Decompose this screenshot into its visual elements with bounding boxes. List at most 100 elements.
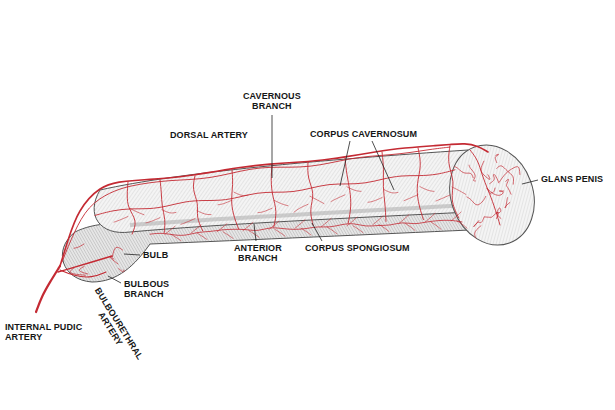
artery-vessel: [470, 226, 481, 244]
artery-vessel: [171, 234, 181, 240]
corpus-cavernosum-shape: [94, 150, 470, 232]
penis-body: [62, 133, 548, 282]
leader-line: [108, 276, 121, 283]
artery-vessel: [162, 210, 176, 213]
artery-vessel: [160, 180, 165, 233]
artery-vessel: [243, 222, 253, 230]
artery-vessel: [124, 271, 126, 276]
artery-vessel: [382, 152, 386, 222]
artery-vessel: [491, 191, 503, 195]
leader-line: [340, 141, 350, 186]
artery-vessel: [451, 167, 474, 178]
leader-line: [312, 223, 322, 241]
artery-vessel: [119, 269, 125, 273]
leader-line: [272, 115, 273, 178]
leader-line: [124, 254, 140, 255]
artery-vessel: [310, 196, 324, 203]
artery-vessel: [321, 218, 331, 227]
artery-vessel: [379, 225, 389, 232]
artery-vessel: [114, 216, 128, 222]
artery-vessel: [452, 187, 466, 195]
artery-vessel: [405, 223, 415, 230]
artery-vessel: [110, 257, 118, 264]
artery-network: [36, 144, 520, 312]
artery-vessel: [60, 144, 488, 266]
leader-line: [372, 141, 394, 190]
artery-vessel: [451, 212, 461, 221]
artery-vessel: [36, 266, 60, 312]
artery-label: DORSAL ARTERY: [170, 130, 248, 140]
artery-vessel: [308, 162, 313, 225]
artery-vessel: [70, 268, 85, 275]
artery-vessel: [490, 174, 499, 183]
branch-label: ANTERIOR BRANCH: [234, 243, 282, 264]
artery-vessel: [127, 182, 135, 234]
artery-vessel: [146, 218, 160, 223]
part-label: CORPUS CAVERNOSUM: [310, 129, 417, 139]
shaft-shading: [130, 205, 468, 225]
artery-vessel: [58, 256, 112, 272]
artery-vessel: [258, 208, 272, 212]
artery-vessel: [130, 208, 144, 214]
artery-vessel: [295, 220, 305, 228]
artery-vessel: [420, 187, 434, 192]
branch-label: CAVERNOUS BRANCH: [243, 91, 301, 112]
artery-vessel: [218, 200, 232, 205]
part-label: GLANS PENIS: [541, 174, 603, 184]
artery-vessel: [269, 221, 279, 229]
branch-label: BULBOUS BRANCH: [124, 279, 169, 300]
artery-vessel: [499, 167, 519, 182]
artery-vessel: [275, 229, 285, 236]
part-label: CORPUS SPONGIOSUM: [305, 243, 410, 253]
artery-vessel: [368, 198, 382, 203]
artery-vessel: [404, 195, 418, 201]
artery-vessel: [249, 231, 259, 238]
artery-vessel: [505, 198, 510, 208]
artery-vessel: [217, 224, 227, 232]
artery-vessel: [497, 166, 514, 184]
artery-vessel: [417, 148, 423, 220]
artery-vessel: [431, 222, 441, 229]
artery-vessel: [327, 227, 337, 234]
artery-vessel: [474, 217, 485, 227]
leader-line: [522, 180, 538, 184]
leader-line: [254, 224, 256, 241]
artery-vessel: [274, 200, 288, 206]
artery-vessel: [112, 247, 122, 257]
leader-lines: [108, 115, 538, 283]
artery-vessel: [95, 170, 455, 216]
artery-vessel: [449, 146, 459, 218]
artery-vessel: [467, 196, 486, 205]
artery-vessel: [373, 216, 383, 225]
artery-vessel: [191, 225, 201, 233]
artery-vessel: [347, 187, 361, 192]
artery-vessel: [165, 226, 175, 234]
artery-vessel: [60, 270, 106, 277]
artery-vessel: [197, 211, 211, 215]
artery-vessel: [331, 195, 345, 202]
artery-vessel: [301, 228, 311, 235]
artery-vessel: [436, 195, 450, 201]
artery-vessel: [197, 233, 207, 239]
artery-vessel: [506, 179, 511, 194]
artery-vessel: [347, 217, 357, 226]
glans-shape: [436, 133, 548, 257]
artery-vessel: [74, 244, 84, 248]
artery-vessel: [384, 190, 398, 193]
part-label: BULB: [143, 250, 168, 260]
artery-label: INTERNAL PUDIC ARTERY: [5, 322, 95, 343]
artery-vessel: [425, 213, 435, 222]
artery-vessel: [495, 154, 498, 162]
artery-vessel: [345, 158, 351, 223]
artery-vessel: [223, 232, 233, 239]
artery-vessel: [181, 219, 195, 225]
artery-vessel: [399, 215, 409, 224]
artery-vessel: [234, 192, 248, 195]
artery-vessel: [193, 176, 202, 231]
artery-vessel: [470, 150, 500, 225]
artery-vessel: [457, 221, 467, 228]
artery-vessel: [353, 226, 363, 233]
artery-vessel: [481, 161, 490, 179]
